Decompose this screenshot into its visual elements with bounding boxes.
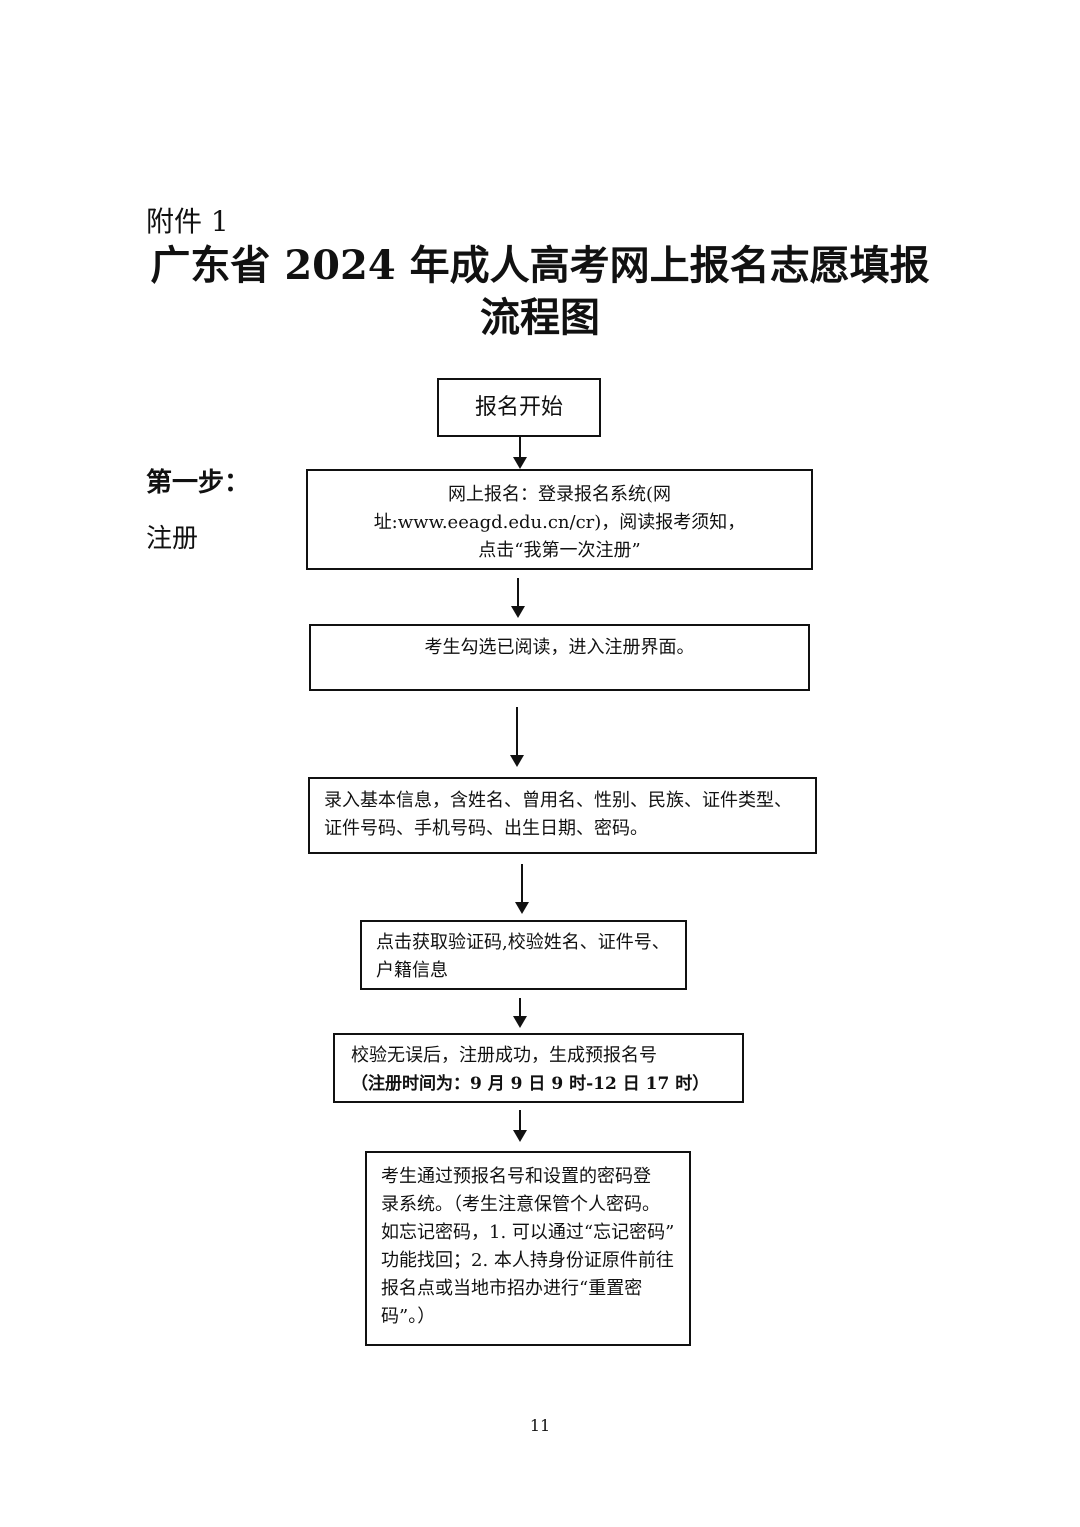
page-title-line2: 流程图 <box>480 294 600 341</box>
flow-step-text: 点击“我第一次注册” <box>478 540 641 561</box>
flow-step-text: 考生通过预报名号和设置的密码登 <box>381 1166 651 1187</box>
flow-step-time-note: （注册时间为：9 月 9 日 9 时-12 日 17 时） <box>351 1074 710 1094</box>
flow-step-text: 报名点或当地市招办进行“重置密 <box>381 1278 643 1299</box>
flow-start-box: 报名开始 <box>437 378 601 437</box>
flow-arrow <box>515 864 529 914</box>
flow-step-basic-info: 录入基本信息，含姓名、曾用名、性别、民族、证件类型、 证件号码、手机号码、出生日… <box>308 777 817 854</box>
flow-step-text: 点击获取验证码,校验姓名、证件号、 <box>376 932 670 953</box>
flow-step-verify-code: 点击获取验证码,校验姓名、证件号、 户籍信息 <box>360 920 687 990</box>
step-label: 第一步： <box>146 468 251 498</box>
flow-arrow <box>513 998 527 1028</box>
flow-step-text: 证件号码、手机号码、出生日期、密码。 <box>324 818 648 839</box>
flow-step-text: 校验无误后，注册成功，生成预报名号 <box>351 1045 657 1066</box>
attachment-label: 附件 1 <box>146 205 229 238</box>
flow-step-text: 如忘记密码，1. 可以通过“忘记密码” <box>381 1222 675 1243</box>
flow-step-text: 功能找回；2. 本人持身份证原件前往 <box>381 1250 674 1271</box>
flow-step-register-success: 校验无误后，注册成功，生成预报名号 （注册时间为：9 月 9 日 9 时-12 … <box>333 1033 744 1103</box>
flow-arrow <box>513 437 527 469</box>
flow-step-online-register: 网上报名：登录报名系统(网 址:www.eeagd.edu.cn/cr)，阅读报… <box>306 469 813 570</box>
flow-step-text: 录系统。（考生注意保管个人密码。 <box>381 1194 660 1215</box>
flow-step-text: 址:www.eeagd.edu.cn/cr)，阅读报考须知， <box>373 512 746 533</box>
flow-start-text: 报名开始 <box>474 395 563 420</box>
page-number: 11 <box>529 1416 551 1435</box>
flow-step-confirm-read: 考生勾选已阅读，进入注册界面。 <box>309 624 810 691</box>
flow-step-text: 码”。） <box>381 1306 436 1327</box>
flow-step-text: 网上报名：登录报名系统(网 <box>447 484 672 505</box>
flow-step-text: 户籍信息 <box>376 960 448 981</box>
flow-step-login: 考生通过预报名号和设置的密码登 录系统。（考生注意保管个人密码。 如忘记密码，1… <box>365 1151 691 1346</box>
flow-arrow <box>510 707 524 767</box>
flow-arrow <box>513 1110 527 1142</box>
step-name: 注册 <box>146 524 199 554</box>
flow-arrow <box>511 578 525 618</box>
flow-step-text: 考生勾选已阅读，进入注册界面。 <box>424 637 695 658</box>
page-title: 广东省 2024 年成人高考网上报名志愿填报 <box>150 242 930 289</box>
flow-step-text: 录入基本信息，含姓名、曾用名、性别、民族、证件类型、 <box>324 790 792 811</box>
